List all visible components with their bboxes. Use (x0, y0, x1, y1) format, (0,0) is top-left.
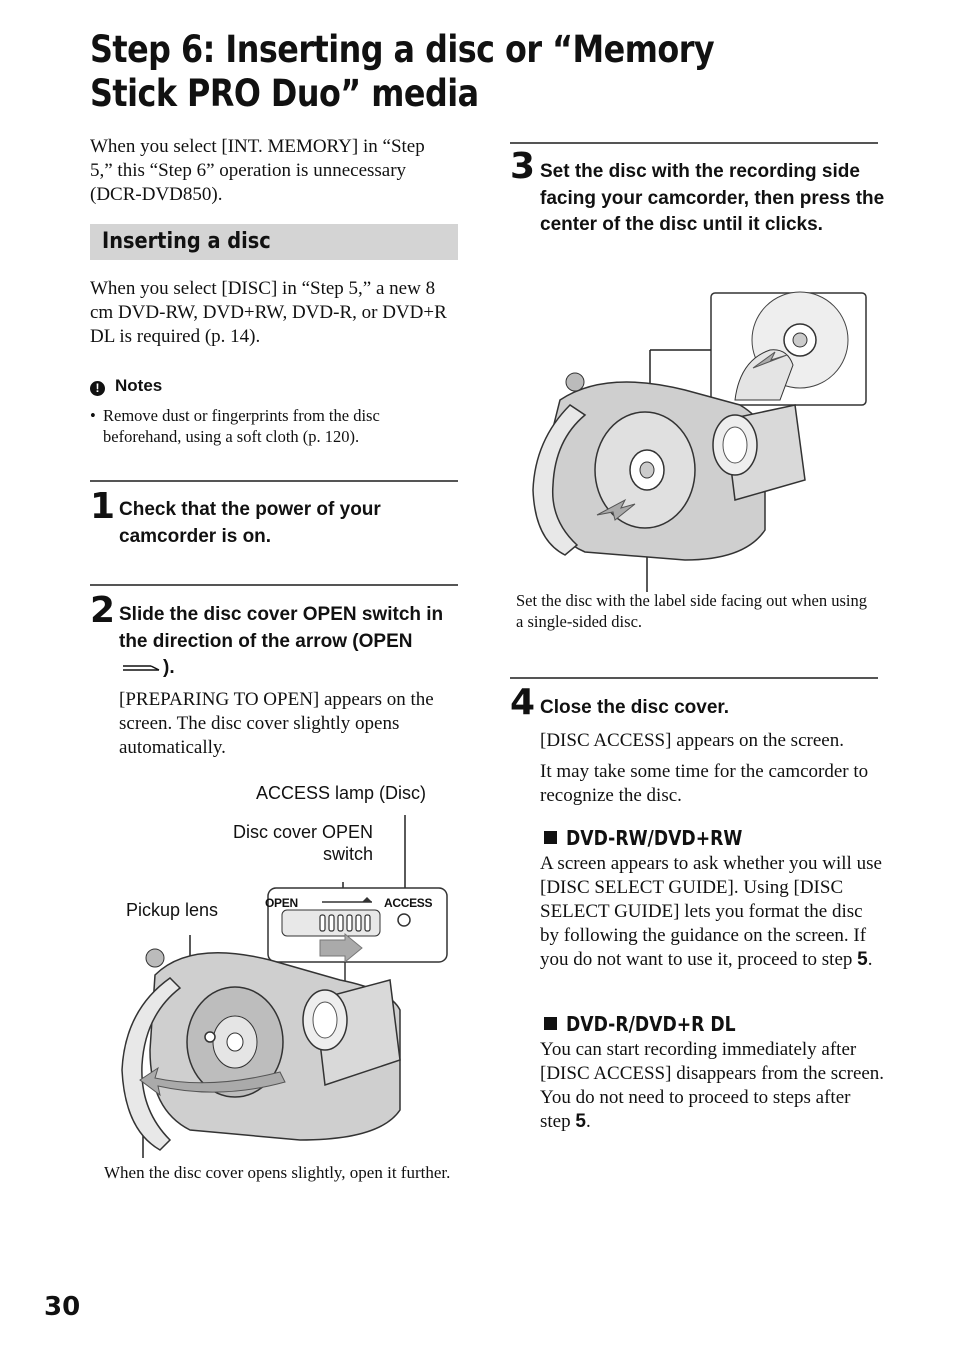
dvd-r-step-ref: 5 (575, 1111, 586, 1132)
panel-access-label: ACCESS (384, 896, 433, 910)
page-number: 30 (44, 1292, 81, 1322)
open-arrow-icon (123, 665, 160, 671)
step-2-heading-end: ). (163, 657, 175, 678)
figure-2-caption: Set the disc with the label side facing … (516, 591, 868, 631)
square-bullet-icon (544, 1017, 557, 1030)
step-number-3: 3 (510, 146, 536, 187)
step-number-4: 4 (510, 682, 536, 723)
note-item: • Remove dust or fingerprints from the d… (90, 405, 440, 447)
step-4-body-2: It may take some time for the camcorder … (540, 761, 869, 806)
divider (510, 142, 878, 144)
section-text: When you select [DISC] in “Step 5,” a ne… (90, 278, 447, 347)
disc-insertion-illustration (532, 291, 867, 592)
step-2-heading: Slide the disc cover OPEN switch in the … (119, 602, 459, 682)
panel-open-label: OPEN (265, 896, 298, 910)
dvd-r-text-body: You can start recording immediately afte… (540, 1039, 885, 1132)
step-2-body: [PREPARING TO OPEN] appears on the scree… (119, 689, 434, 758)
divider (510, 677, 878, 679)
step-2-heading-text: Slide the disc cover OPEN switch in the … (119, 604, 444, 652)
note-icon: ! (90, 381, 105, 396)
note-item-text: Remove dust or fingerprints from the dis… (103, 406, 380, 446)
access-lamp-label: ACCESS lamp (Disc) (256, 783, 427, 803)
open-switch-label: Disc cover OPEN switch (232, 822, 373, 864)
notes-heading: Notes (115, 376, 163, 395)
divider (90, 480, 458, 482)
square-bullet-icon (544, 831, 557, 844)
bullet-icon: • (90, 406, 96, 425)
dvd-r-text-end: . (585, 1111, 591, 1132)
step-3-heading: Set the disc with the recording side fac… (540, 161, 885, 235)
dvd-rw-step-ref: 5 (857, 949, 868, 970)
divider (90, 584, 458, 586)
notes-heading-row: ! Notes (90, 376, 162, 396)
dvd-rw-text-end: . (867, 949, 873, 970)
pickup-lens-label: Pickup lens (126, 900, 219, 920)
camcorder-open-illustration (121, 815, 448, 1158)
dvd-r-text: You can start recording immediately afte… (540, 1038, 885, 1134)
step-number-1: 1 (90, 486, 116, 527)
page-title: Step 6: Inserting a disc or “Memory Stic… (90, 28, 715, 115)
intro-text: When you select [INT. MEMORY] in “Step 5… (90, 136, 425, 205)
section-heading: Inserting a disc (102, 229, 271, 254)
dvd-rw-heading: DVD-RW/DVD+RW (566, 826, 743, 850)
dvd-rw-text: A screen appears to ask whether you will… (540, 852, 885, 972)
dvd-rw-text-body: A screen appears to ask whether you will… (540, 853, 882, 970)
step-number-2: 2 (90, 590, 116, 631)
dvd-r-heading: DVD-R/DVD+R DL (566, 1012, 736, 1036)
step-4-body-1: [DISC ACCESS] appears on the screen. (540, 730, 844, 751)
step-1-heading: Check that the power of your camcorder i… (119, 499, 381, 547)
figure-1-caption: When the disc cover opens slightly, open… (104, 1163, 451, 1182)
notes-list: • Remove dust or fingerprints from the d… (90, 405, 440, 447)
section-heading-bar: Inserting a disc (90, 224, 458, 260)
step-4-heading: Close the disc cover. (540, 697, 730, 718)
